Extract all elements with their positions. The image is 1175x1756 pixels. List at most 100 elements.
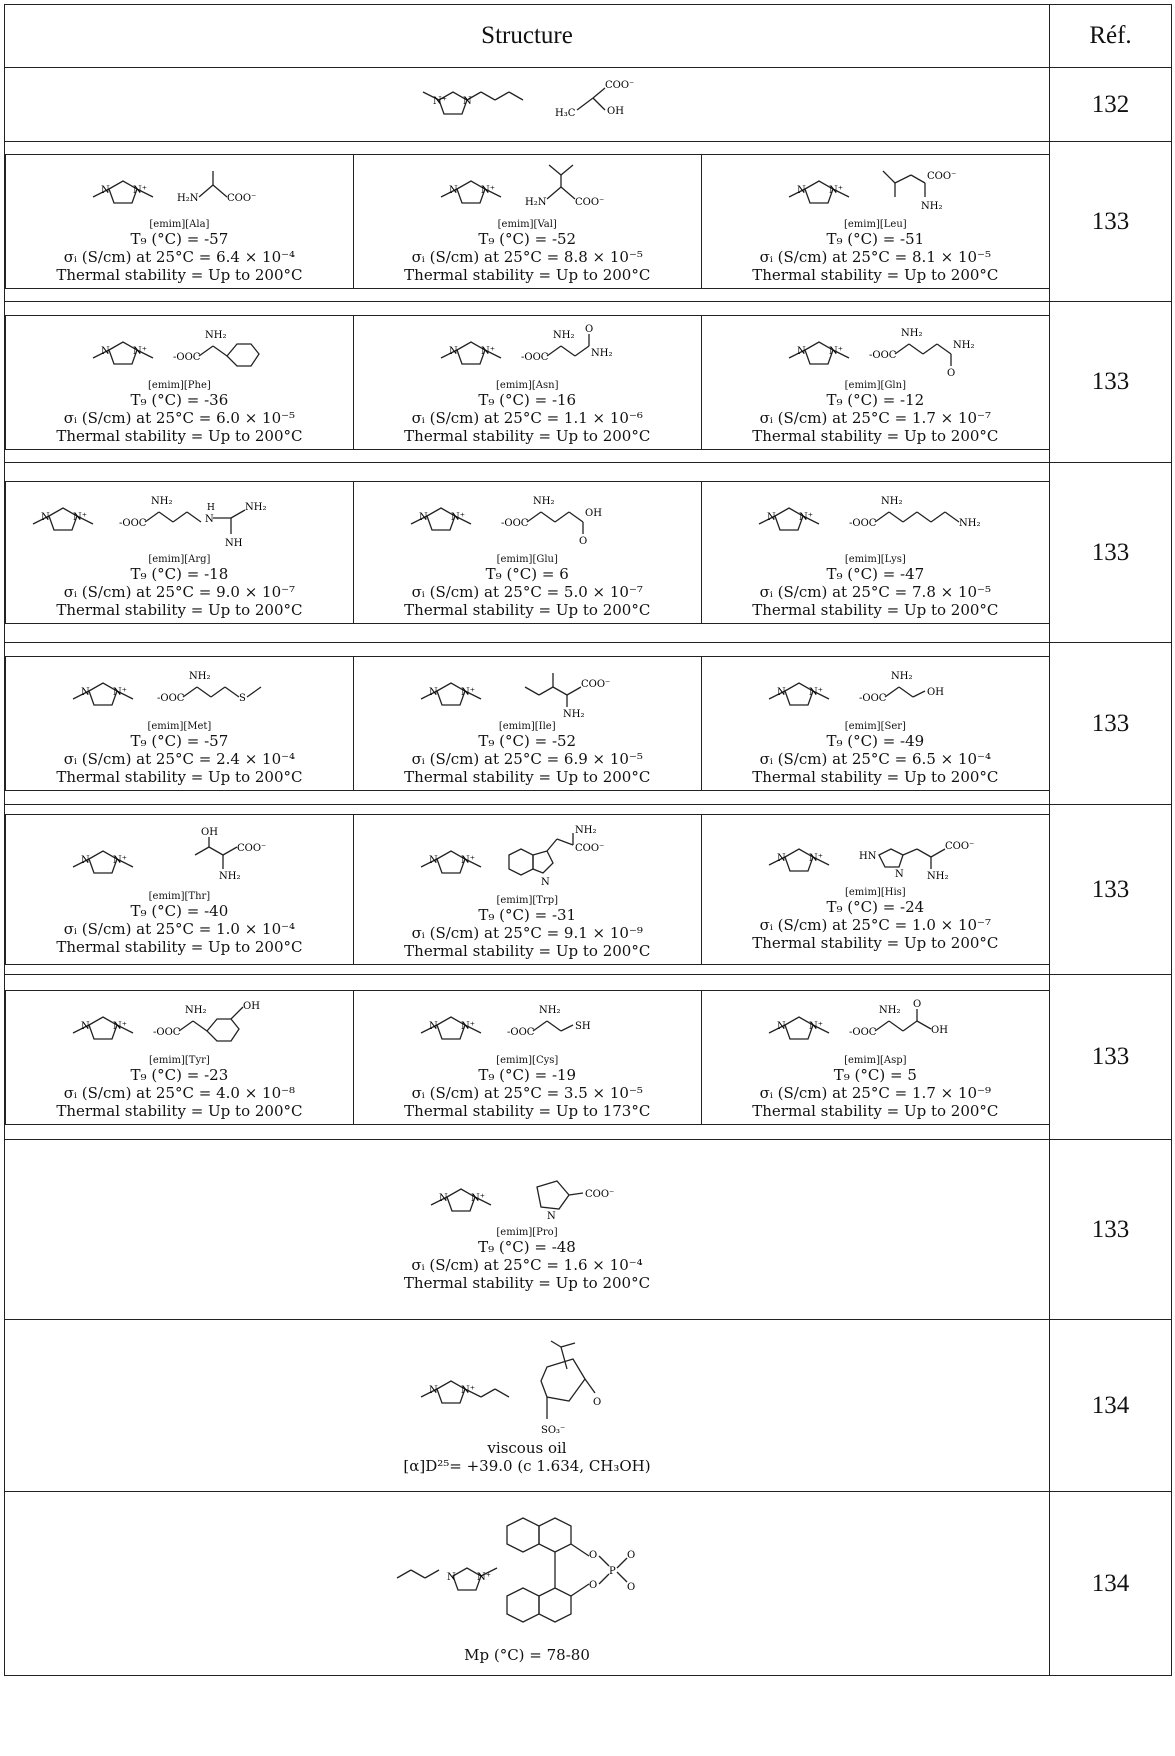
n-plus-label: N⁺ [477,1572,491,1583]
n-label: N [81,1021,90,1032]
conductivity-value: σᵢ (S/cm) at 25°C = 6.9 × 10⁻⁵ [411,750,643,768]
compound-name: [emim][Lys] [844,554,906,565]
compound-name: [emim][Leu] [843,219,907,230]
ooc-label: -OOC [501,518,529,529]
structure-cell-lactate: N⁺ N COO⁻ OH H₃C [4,67,1050,142]
n-label: N [895,869,904,880]
ooc-label: -OOC [119,518,147,529]
hn-label: HN [859,851,877,862]
n-plus-label: N⁺ [113,855,127,866]
tg-value: T₉ (°C) = -51 [826,230,925,248]
conductivity-value: σᵢ (S/cm) at 25°C = 1.1 × 10⁻⁶ [411,408,643,427]
compound-name: [emim][Met] [147,721,212,732]
n-plus-label: N⁺ [461,855,475,866]
n-label: N [541,877,550,888]
h2n-label: H₂N [177,193,199,204]
tg-value: T₉ (°C) = -48 [478,1238,576,1256]
conductivity-value: σᵢ (S/cm) at 25°C = 1.0 × 10⁻⁷ [759,916,991,934]
compound-name: [emim][Gln] [844,379,906,391]
n-label: N [547,1211,556,1222]
n-label: N [429,1385,438,1396]
n-plus-label: N⁺ [809,687,823,698]
conductivity-value: σᵢ (S/cm) at 25°C = 5.0 × 10⁻⁷ [411,583,643,601]
thermal-stability: Thermal stability = Up to 200°C [56,768,303,786]
coo-label: COO⁻ [585,1189,614,1200]
n-plus-label: N⁺ [133,185,147,196]
ref-cell: 133 [1049,301,1172,463]
ref-header: Réf. [1049,4,1172,68]
thermal-stability: Thermal stability = Up to 200°C [56,426,303,445]
nh2-label: NH₂ [563,709,584,719]
h2n-label: H₂N [525,197,547,208]
n-plus-label: N⁺ [829,185,843,196]
n-label: N [777,1021,786,1032]
conductivity-value: σᵢ (S/cm) at 25°C = 4.0 × 10⁻⁸ [63,1083,296,1102]
compound-name: [emim][Phe] [148,379,211,391]
nh2-label: NH₂ [959,518,980,529]
n-plus-label: N⁺ [133,346,147,357]
n-label: N [81,855,90,866]
compound-name: [emim][Tyr] [149,1054,210,1066]
oh-label: OH [931,1025,948,1036]
coo-label: COO⁻ [945,841,974,852]
o-label: O [627,1582,635,1593]
conductivity-value: σᵢ (S/cm) at 25°C = 6.4 × 10⁻⁴ [63,248,296,266]
n-label: N [101,185,110,196]
n-plus-label: N⁺ [461,687,475,698]
thermal-stability: Thermal stability = Up to 173°C [404,1101,651,1120]
ref-cell: 134 [1049,1491,1172,1676]
ref-cell: 132 [1049,67,1172,142]
table-row: N⁺ N COO⁻ OH H₃C 132 [4,67,1172,142]
n-plus-label: N⁺ [113,1021,127,1032]
tg-value: T₉ (°C) = -49 [826,732,925,750]
tg-value: T₉ (°C) = -12 [826,390,925,409]
compound-name: [emim][Glu] [496,554,558,565]
n-label: N [767,512,776,523]
n-label: N [447,1572,456,1583]
nh2-label: NH₂ [205,330,226,341]
thermal-stability: Thermal stability = Up to 200°C [403,1274,651,1292]
ooc-label: -OOC [507,1027,535,1038]
n-label: N [419,512,428,523]
nh2-label: NH₂ [953,340,974,351]
n-label: N [777,687,786,698]
n-label: N [449,185,458,196]
compound-name: [emim][Ser] [844,721,906,732]
compound-name: [emim][Trp] [496,895,559,906]
o-label: O [947,368,955,378]
n-plus-label: N⁺ [461,1021,475,1032]
sh-label: SH [575,1021,591,1032]
n-label: N [449,346,458,357]
nh-label: NH [225,538,243,549]
n-plus-label: N⁺ [809,853,823,864]
structure-header: Structure [4,4,1050,68]
n-label: N [205,514,214,525]
o-label: O [593,1397,601,1408]
ooc-label: -OOC [521,352,549,363]
